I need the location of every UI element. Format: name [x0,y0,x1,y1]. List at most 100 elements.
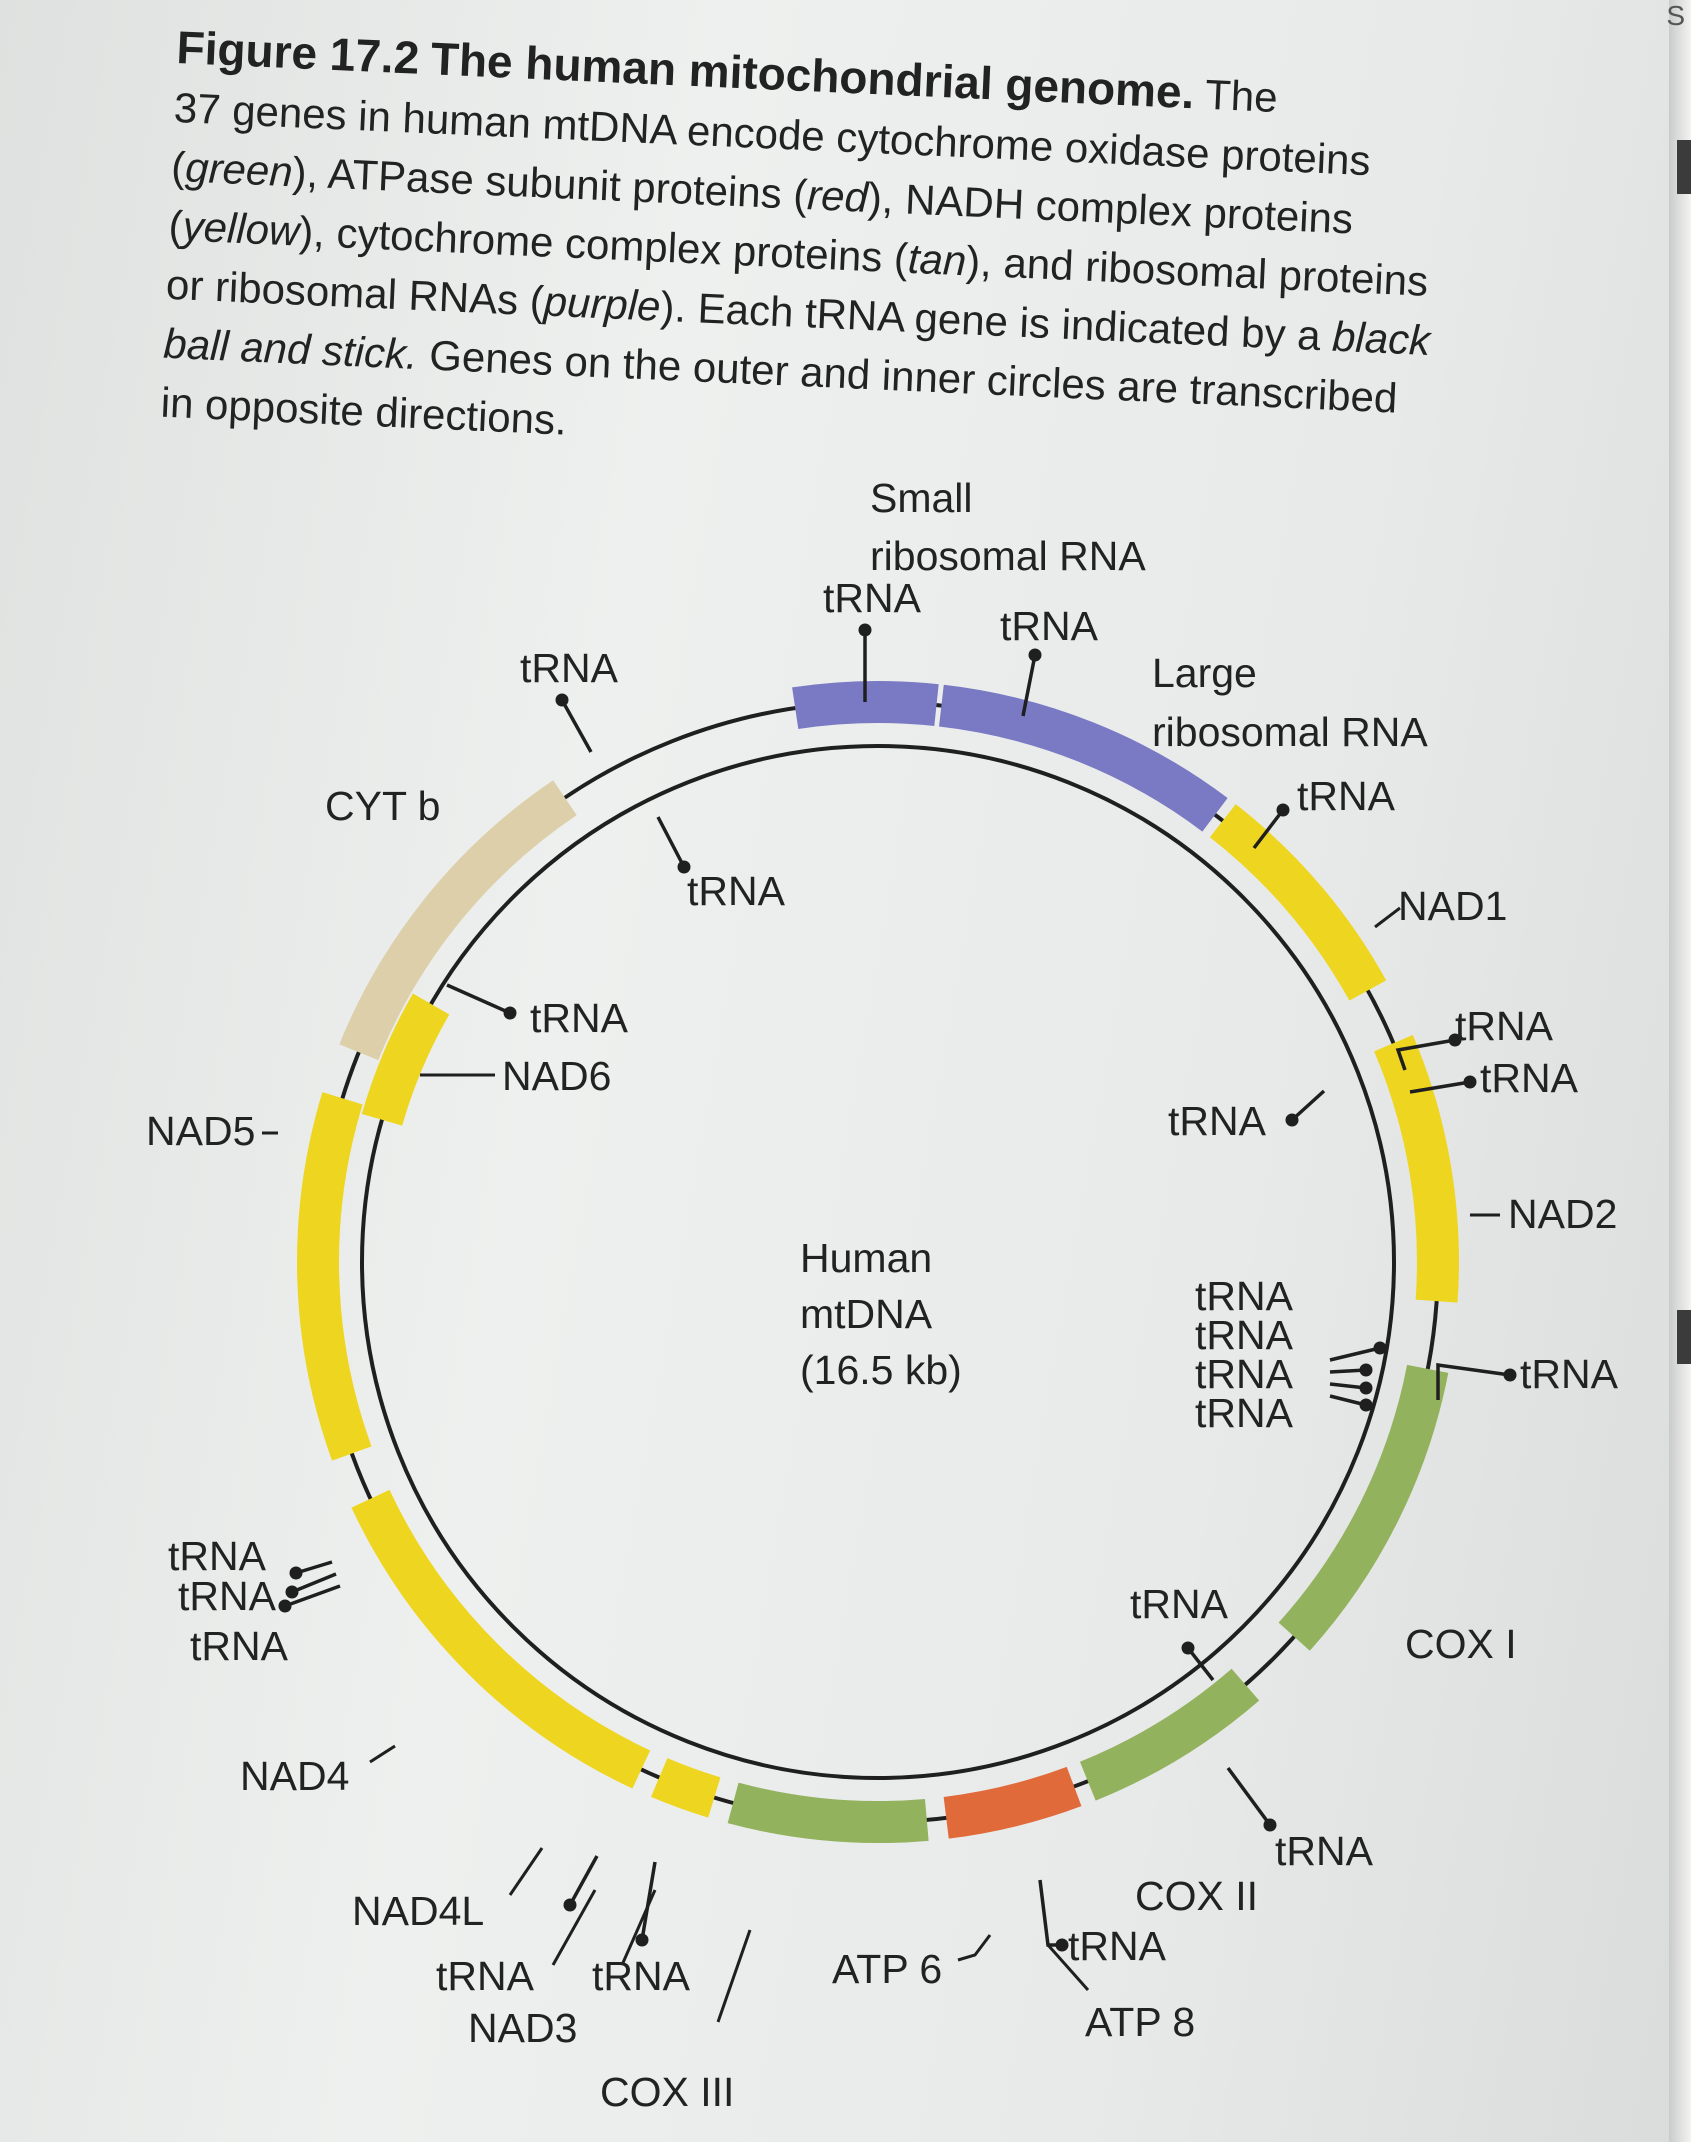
trna-ball [1276,803,1290,817]
trna-label: tRNA [1000,603,1099,649]
trna-ball [1448,1033,1462,1047]
trna-label: tRNA [1297,773,1396,819]
trna-label: tRNA [1168,1098,1267,1144]
trna-ball [1263,1818,1277,1832]
cox3-leader [716,1929,752,2023]
large-rrna-label: Large [1152,650,1257,696]
trna-label: tRNA [1275,1828,1374,1874]
trna-stick [1329,1346,1381,1362]
inner-strand-circle [360,744,1396,1780]
trna-label: tRNA [190,1623,289,1669]
trna-stick [1436,1362,1511,1400]
trna-ball [1181,1641,1195,1655]
trna-label: tRNA [592,1953,691,1999]
trna-leader [620,1889,657,1966]
trna-ball [677,860,691,874]
nad5-segment [297,1092,372,1461]
trna-label: tRNA [1455,1003,1554,1049]
nad3-segment [651,1758,721,1818]
label-leader-lines [262,906,1500,2023]
trna-label: tRNA [1195,1312,1294,1358]
trna-label: tRNA [1195,1273,1294,1319]
nad3-leader [551,1889,597,1966]
trna-ball [563,1898,577,1912]
trna-stick [1186,1646,1215,1682]
cox3-segment [727,1782,929,1843]
trna-ball [1028,648,1042,662]
small-rrna-label: ribosomal RNA [870,533,1146,579]
atp6-segment [943,1766,1082,1839]
cox1-label: COX I [1405,1621,1517,1667]
trna-ball [278,1599,292,1613]
trna-ball [1373,1341,1387,1355]
page-corner-letter: S [1666,0,1685,31]
trna-ball [503,1006,517,1020]
trna-label: tRNA [1130,1581,1229,1627]
gene-segments [297,681,1459,1843]
nad4l-leader [508,1847,544,1896]
nad1-label: NAD1 [1398,883,1507,929]
trna-label: tRNA [530,995,629,1041]
nad2-segment [1374,1035,1459,1303]
center-label: Human mtDNA (16.5 kb) [800,1235,962,1393]
cyt-b-segment [339,780,577,1061]
trna-stick [1290,1089,1326,1122]
atp6-leader [957,1934,992,1962]
trna-ball [555,693,569,707]
trna-label: tRNA [178,1573,277,1619]
center-label-line-1: Human [800,1235,932,1281]
small-rrna-label: Small [870,475,973,521]
trna-label: tRNA [1068,1923,1167,1969]
nad5-label: NAD5 [146,1108,255,1154]
nad3-label: NAD3 [468,2005,577,2051]
trna-stick [291,1572,337,1594]
trna-label: tRNA [687,868,786,914]
trna-stick [568,1855,599,1906]
page-edge [1669,0,1691,2142]
atp6-label: ATP 6 [832,1946,942,1992]
page-tab-marker [1677,1310,1691,1364]
trna-label: tRNA [1480,1055,1579,1101]
trna-label: tRNA [520,645,619,691]
trna-label: tRNA [1195,1390,1294,1436]
nad6-label: NAD6 [502,1053,611,1099]
trna-stick [446,983,511,1015]
nad4-segment [351,1489,651,1789]
trna-ball [1285,1113,1299,1127]
trna-stick [1226,1766,1272,1827]
trna-ball [635,1933,649,1947]
atp8-leader [1046,1944,1090,1991]
trna-ball [1503,1368,1517,1382]
trna-label: tRNA [823,575,922,621]
trna-stick [560,699,593,753]
trna-ball [1359,1381,1373,1395]
trna-ball [1463,1075,1477,1089]
cyt-b-label: CYT b [325,783,440,829]
large-rrna-segment [938,684,1228,832]
center-label-line-2: mtDNA [800,1291,933,1337]
page-tab-marker [1677,140,1691,194]
cox2-segment [1079,1668,1260,1801]
nad1-leader [1374,906,1401,929]
trna-stick [1252,808,1285,850]
atp8-label: ATP 8 [1085,1999,1195,2045]
trna-label: tRNA [168,1533,267,1579]
trna-label: tRNA [1195,1351,1294,1397]
trna-ball [1359,1398,1373,1412]
trna-ball [1359,1363,1373,1377]
trna-stick [1021,654,1037,717]
trna-ball [285,1585,299,1599]
trna-stick [1395,1038,1456,1071]
nad4-leader [369,1744,396,1764]
nad2-label: NAD2 [1508,1191,1617,1237]
nad1-segment [1209,804,1387,1001]
trna-stick [1409,1080,1471,1094]
trna-stick [640,1861,657,1941]
large-rrna-label: ribosomal RNA [1152,709,1428,755]
trna-ball [289,1566,303,1580]
nad6-segment [361,993,450,1126]
trna-stick [284,1584,341,1608]
cox2-label: COX II [1135,1873,1258,1919]
nad4l-label: NAD4L [352,1888,484,1934]
